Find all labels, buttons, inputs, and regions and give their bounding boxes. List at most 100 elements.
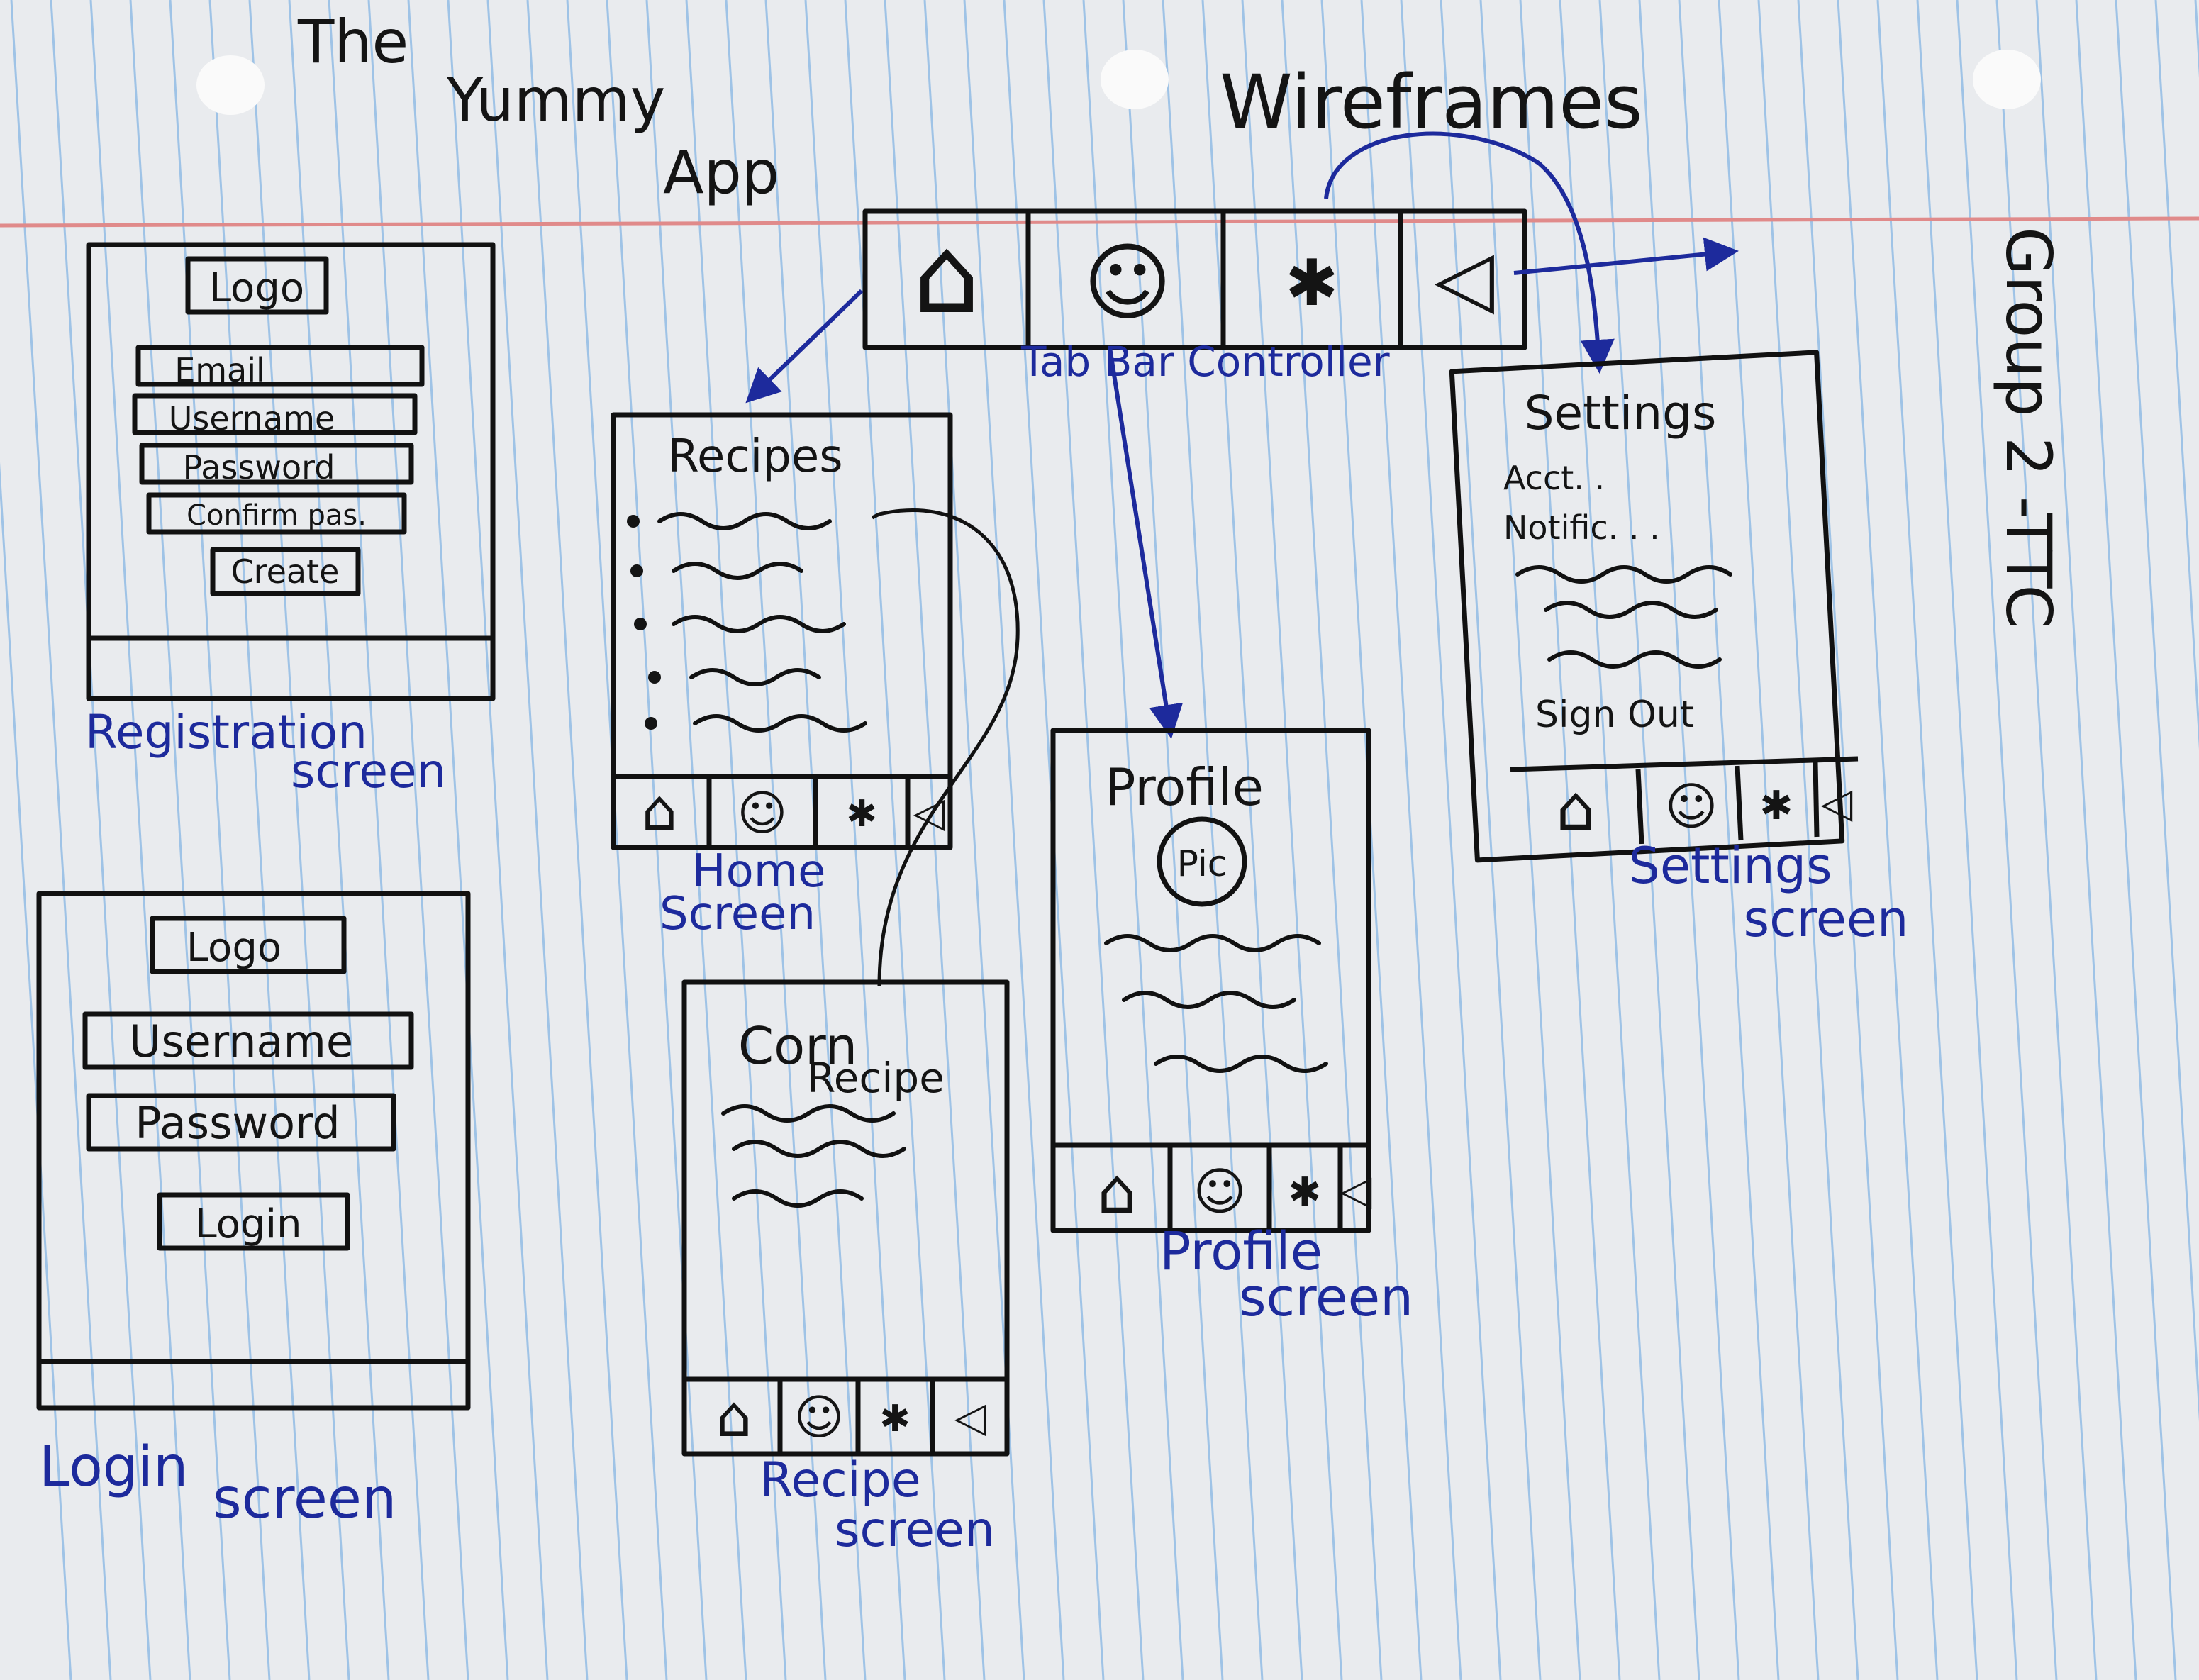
connector-recipe-to-home — [871, 508, 1020, 986]
recipe-title-1: Corn — [738, 1016, 857, 1076]
login-caption-1: Login — [39, 1435, 188, 1499]
settings-asterisk-icon: ✱ — [1760, 783, 1793, 829]
ruled-line — [1916, 0, 2018, 1680]
settings-triangle-icon: ◁ — [1821, 779, 1853, 827]
ruled-line — [129, 0, 231, 1680]
settings-item-notific: Notific. . . — [1503, 508, 1660, 547]
ruled-line — [1122, 0, 1224, 1680]
ruled-line — [1042, 0, 1145, 1680]
ruled-line — [725, 0, 827, 1680]
recipe-caption-2: screen — [835, 1502, 995, 1558]
ruled-line — [1400, 0, 1502, 1680]
ruled-line — [2194, 0, 2199, 79]
title-line-2: Yummy — [446, 65, 665, 135]
ruled-line — [1440, 0, 1542, 1680]
login-button: Login — [194, 1201, 301, 1247]
ruled-line — [1479, 0, 1581, 1680]
profile-asterisk-icon: ✱ — [1288, 1169, 1322, 1216]
ruled-line — [1519, 0, 1621, 1680]
recipe-triangle-icon: ◁ — [954, 1393, 986, 1441]
arrow-to-profile — [1108, 347, 1184, 739]
ruled-line — [884, 0, 986, 1680]
home-asterisk-icon: ✱ — [846, 793, 877, 835]
profile-pic: Pic — [1177, 843, 1227, 884]
settings-caption-1: Settings — [1628, 837, 1832, 895]
ruled-line — [1241, 0, 1343, 1680]
registration-username-field: Username — [169, 399, 335, 438]
ruled-line — [2035, 0, 2137, 1680]
registration-create-button: Create — [231, 552, 340, 591]
settings-item-acct: Acct. . — [1503, 459, 1605, 497]
home-smiley-icon: ☺ — [737, 786, 788, 842]
registration-caption-1: Registration — [85, 705, 367, 760]
registration-screen — [86, 242, 496, 701]
ruled-line — [1281, 0, 1383, 1680]
triangle-icon: ◁ — [1435, 233, 1495, 323]
recipe-asterisk-icon: ✱ — [879, 1398, 911, 1440]
recipe-screen — [681, 979, 1010, 1457]
arrow-to-settings — [1324, 131, 1615, 374]
ruled-line — [606, 0, 708, 1680]
home-caption-2: Screen — [659, 888, 815, 940]
tab-bar-label: Tab Bar Controller — [1020, 338, 1390, 386]
tab-bar-controller: ⌂ ☺ ✱ ◁ — [862, 208, 1527, 350]
ruled-line — [447, 0, 549, 1680]
title-line-1: The — [297, 7, 408, 77]
ruled-line — [1320, 0, 1423, 1680]
home-title: Recipes — [667, 430, 842, 483]
registration-logo: Logo — [209, 265, 304, 311]
ruled-line — [0, 462, 72, 1680]
ruled-line — [1082, 0, 1184, 1680]
smiley-icon: ☺ — [1083, 234, 1171, 333]
registration-password-field: Password — [183, 448, 335, 486]
ruled-line — [1797, 0, 1899, 1680]
home-caption-1: Home — [692, 845, 826, 898]
ruled-line — [367, 0, 469, 1680]
group-label: Group 2 -TTC — [1992, 227, 2065, 628]
login-password-field: Password — [135, 1097, 340, 1149]
ruled-line — [844, 0, 946, 1680]
ruled-line — [1638, 0, 1740, 1680]
title-line-3: App — [663, 138, 779, 207]
ruled-line — [486, 0, 589, 1680]
ruled-line — [645, 0, 747, 1680]
ruled-line — [1559, 0, 1661, 1680]
ruled-line — [1598, 0, 1700, 1680]
ruled-line — [685, 0, 787, 1680]
ruled-line — [407, 0, 509, 1680]
registration-caption-2: screen — [291, 744, 446, 799]
ruled-line — [1360, 0, 1462, 1680]
ruled-line — [208, 0, 311, 1680]
login-caption-2: screen — [213, 1467, 396, 1531]
ruled-line — [1876, 0, 1978, 1680]
ruled-line — [288, 0, 390, 1680]
ruled-line — [1162, 0, 1264, 1680]
margin-line — [0, 216, 2199, 228]
settings-sign-out: Sign Out — [1535, 694, 1694, 736]
ruled-line — [526, 0, 628, 1680]
ruled-line — [1956, 0, 2058, 1680]
binder-hole — [196, 55, 265, 115]
ruled-line — [50, 0, 152, 1680]
ruled-line — [2115, 0, 2199, 1423]
home-screen — [611, 412, 953, 850]
ruled-line — [328, 0, 430, 1680]
recipe-smiley-icon: ☺ — [794, 1390, 845, 1446]
ruled-line — [1757, 0, 1859, 1680]
asterisk-icon: ✱ — [1285, 246, 1338, 321]
ruled-line — [1995, 0, 2098, 1680]
ruled-line — [10, 0, 112, 1680]
settings-smiley-icon: ☺ — [1664, 777, 1718, 836]
ruled-line — [2075, 0, 2177, 1680]
ruled-line — [169, 0, 271, 1680]
profile-caption-2: screen — [1239, 1267, 1413, 1328]
profile-home-icon: ⌂ — [1097, 1155, 1137, 1228]
binder-hole — [1101, 50, 1169, 109]
registration-confirm-field: Confirm pas. — [187, 499, 367, 532]
ruled-line — [1201, 0, 1303, 1680]
ruled-line — [2154, 0, 2199, 750]
ruled-line — [804, 0, 906, 1680]
recipe-title-2: Recipe — [807, 1054, 945, 1102]
login-logo: Logo — [187, 925, 282, 971]
home-triangle-icon: ◁ — [913, 788, 945, 836]
